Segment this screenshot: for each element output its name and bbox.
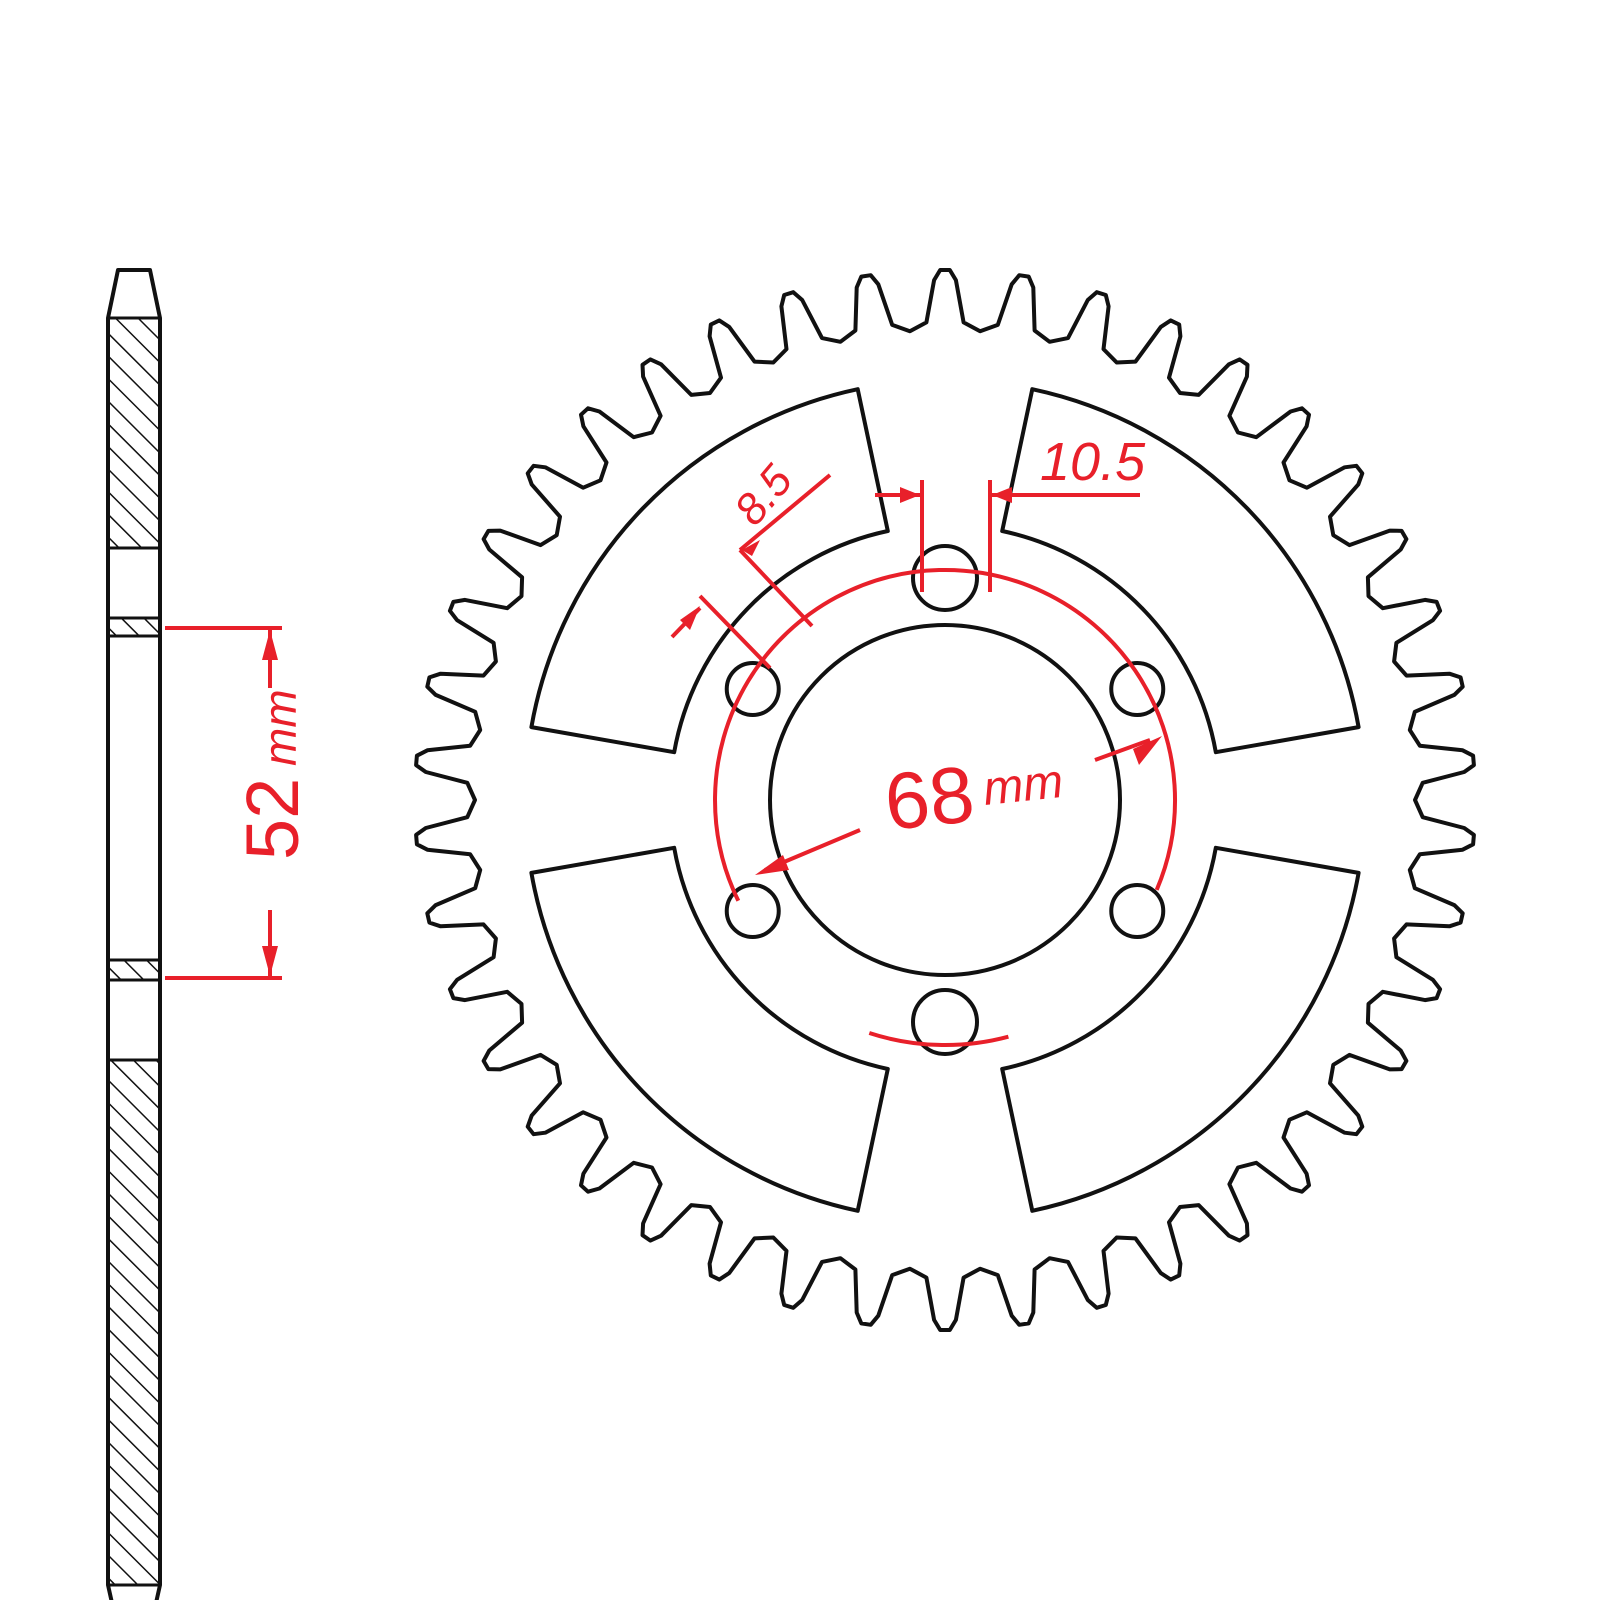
dim-52-arrow-top [262,630,278,660]
bolt-circle-arc-lower [868,1031,1009,1048]
dim-8-5-leader [738,473,832,552]
cutout-bottom-right [1000,845,1361,1213]
dim-68-arrow-left [755,855,789,875]
bolt-hole-1 [911,544,979,612]
bolt-hole-4 [911,988,979,1056]
dim-8-5-arrow-b [742,540,760,556]
bolt-hole-3 [1109,883,1166,939]
dim-10-5-arrow-left [900,487,920,503]
dimension-annotations [165,473,1177,1048]
label-8-5: 8.5 [725,456,802,535]
bolt-hole-5 [724,883,781,939]
cutout-top-left [529,387,890,755]
dim-68-leader-right [1094,738,1151,762]
side-view-profile [106,268,162,1605]
hatched-section-4 [106,1058,162,1587]
sprocket-front-view [414,268,1476,1332]
label-52-unit: mm [254,689,306,766]
hatched-section-3 [106,958,162,982]
label-68-unit: mm [981,755,1066,816]
hatched-section-1 [106,316,162,550]
label-10-5: 10.5 [1040,432,1146,492]
side-outline [106,268,162,1605]
label-52-value: 52 [231,778,314,860]
bolt-hole-2 [1109,661,1166,717]
cutout-top-right [1000,387,1361,755]
dim-8-5-ext-1 [698,594,772,670]
label-68-value: 68 [880,749,978,847]
dim-68-arrow-right [1133,736,1162,765]
hatched-section-2 [106,616,162,638]
bolt-hole-6 [724,661,781,717]
dim-8-5-ext-2 [738,548,814,628]
center-bore [768,623,1122,977]
bolt-circle-arc-upper [713,567,1177,902]
dim-8-5-arrow-a [680,606,700,630]
dim-10-5-arrow-right [992,487,1012,503]
cutout-bottom-left [529,845,890,1213]
dim-52-arrow-bottom [262,946,278,976]
sprocket-teeth-outline [414,268,1476,1332]
